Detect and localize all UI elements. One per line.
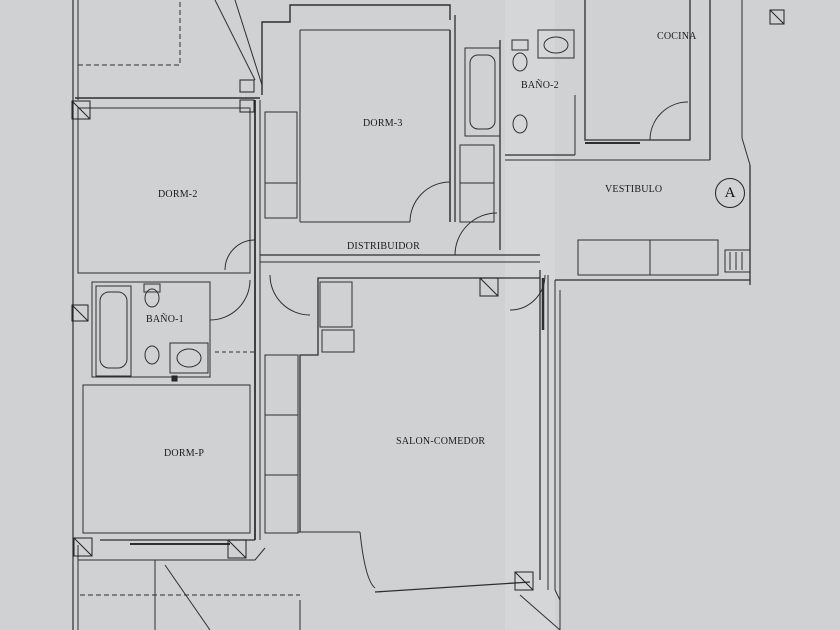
drain (171, 375, 178, 382)
wall (299, 277, 540, 532)
room-outline (77, 107, 251, 274)
room-label-bano-2: BAÑO-2 (521, 80, 559, 91)
column-hatch (71, 100, 91, 120)
wall (584, 0, 691, 141)
bathtub-basin (99, 291, 128, 369)
sink-counter (537, 29, 575, 59)
toilet (512, 52, 528, 72)
wall-curve (359, 531, 376, 589)
bidet (144, 345, 160, 365)
column-hatch (479, 277, 499, 297)
bidet (512, 114, 528, 134)
room-label-dorm-p: DORM-P (164, 448, 205, 459)
wall (261, 4, 451, 95)
column (239, 79, 255, 93)
door-swing (649, 101, 689, 141)
door-swing (224, 239, 256, 271)
toilet-tank (511, 39, 529, 51)
door-swing (454, 212, 498, 256)
bathtub (95, 285, 132, 377)
column-hatch (769, 9, 785, 25)
column (514, 571, 534, 591)
terrace-diagonal (519, 594, 561, 630)
column (239, 99, 255, 113)
column-hatch (514, 571, 534, 591)
wall (554, 280, 561, 601)
cabinet (321, 329, 355, 353)
toilet-tank (143, 283, 161, 293)
cabinet (319, 281, 353, 328)
column (479, 277, 499, 297)
toilet (144, 288, 160, 308)
room-label-dorm-2: DORM-2 (158, 189, 198, 200)
sink-basin (543, 36, 569, 54)
bathtub (464, 47, 501, 137)
terrace-diagonal (214, 0, 256, 81)
room-label-distribuidor: DISTRIBUIDOR (347, 241, 420, 252)
wall (741, 137, 751, 166)
sink-counter (169, 342, 209, 374)
room-outline (82, 384, 251, 534)
wardrobe (264, 354, 299, 534)
room-label-bano-1: BAÑO-1 (146, 314, 184, 325)
column-hatch (71, 304, 89, 322)
column (73, 537, 93, 557)
room-outline (91, 281, 211, 378)
door-swing (209, 279, 251, 321)
section-marker: A (715, 178, 745, 208)
wardrobe (264, 111, 298, 219)
room-label-vestibulo: VESTIBULO (605, 184, 663, 195)
room-label-salon-comedor: SALON-COMEDOR (396, 436, 486, 447)
terrace-diagonal (234, 0, 263, 86)
sink-basin (176, 348, 202, 368)
column-hatch (73, 537, 93, 557)
meter-box (724, 249, 751, 273)
terrace-diagonal (164, 564, 211, 630)
column-hatch (227, 539, 247, 559)
room-label-cocina: COCINA (657, 31, 697, 42)
bathtub-basin (469, 54, 496, 130)
terrace-outline (78, 0, 181, 66)
paper-fold (505, 0, 555, 630)
door-swing (509, 274, 546, 311)
wall (78, 547, 266, 561)
door-swing (409, 181, 451, 223)
room-label-dorm-3: DORM-3 (363, 118, 403, 129)
column (71, 304, 89, 322)
entrance-cabinet (577, 239, 719, 276)
door-swing (269, 274, 311, 316)
column (71, 100, 91, 120)
column (769, 9, 785, 25)
column (227, 539, 247, 559)
window-wall (374, 581, 531, 593)
